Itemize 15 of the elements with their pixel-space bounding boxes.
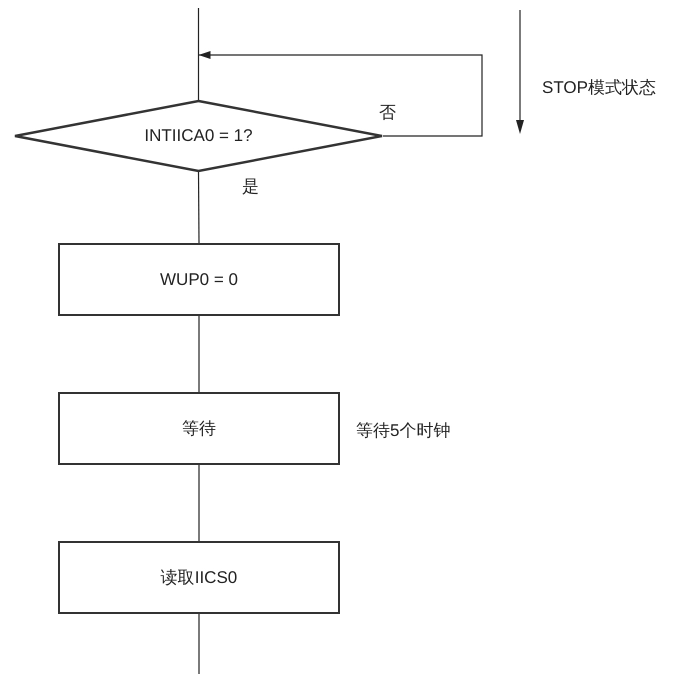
connector: [198, 465, 200, 541]
process-box: [58, 243, 340, 316]
step-text: WUP0 = 0: [160, 270, 238, 290]
connector: [198, 8, 200, 100]
process-box: [58, 392, 340, 465]
step-text: 读取IICS0: [160, 567, 238, 589]
connector: [198, 51, 483, 137]
connector: [198, 614, 200, 674]
process-box: [58, 541, 340, 614]
connector: [198, 172, 200, 243]
step-note: 等待5个时钟: [356, 420, 450, 442]
state-label: STOP模式状态: [542, 77, 656, 99]
step-text: INTIICA0 = 1?: [144, 126, 253, 146]
connector: [198, 316, 200, 392]
step-text: 等待: [182, 418, 216, 440]
